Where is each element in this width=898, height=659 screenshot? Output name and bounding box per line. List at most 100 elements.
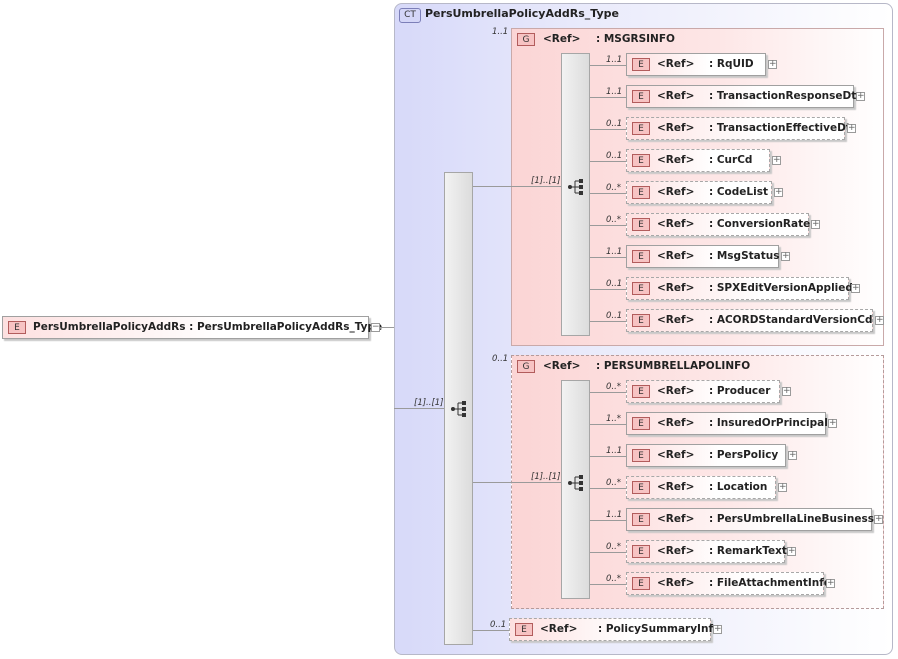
element-box[interactable]: E<Ref>: PolicySummaryInfo	[509, 618, 720, 641]
element-ref: <Ref>	[657, 250, 695, 262]
connector-line	[473, 482, 561, 483]
element-box[interactable]: E<Ref>: TransactionEffectiveDt	[626, 117, 851, 140]
element-badge: E	[632, 90, 650, 103]
element-name: : MsgStatus	[709, 250, 780, 262]
connector-line	[590, 584, 626, 585]
element-box[interactable]: E<Ref>: Producer	[626, 380, 780, 403]
element-ref: <Ref>	[657, 186, 695, 198]
element-ref: <Ref>	[657, 122, 695, 134]
connector-line	[590, 456, 626, 457]
element-box[interactable]: E<Ref>: RemarkText	[626, 540, 787, 563]
element-box[interactable]: E<Ref>: Location	[626, 476, 776, 499]
element-box[interactable]: E<Ref>: CurCd	[626, 149, 770, 172]
expand-icon[interactable]: +	[826, 578, 835, 588]
element-cardinality: 1..1	[606, 247, 623, 257]
element-ref: <Ref>	[657, 154, 695, 166]
expand-icon[interactable]: +	[875, 315, 884, 325]
element-box[interactable]: E <Ref> : SPXEditVersionApplied	[626, 277, 853, 300]
element-box[interactable]: E <Ref> : InsuredOrPrincipal	[626, 412, 828, 435]
expand-icon[interactable]: +	[713, 624, 722, 634]
element-badge: E	[632, 449, 650, 462]
element-ref: <Ref>	[540, 623, 578, 635]
expand-icon[interactable]: +	[874, 514, 883, 524]
element-cardinality: 0..*	[606, 478, 622, 488]
connector-line	[590, 552, 626, 553]
expand-icon[interactable]: +	[856, 91, 865, 101]
complex-type-badge: CT	[399, 8, 421, 23]
element-cardinality: 0..*	[606, 215, 622, 225]
element-badge: E	[632, 513, 650, 526]
collapse-icon[interactable]: −	[371, 322, 380, 332]
expand-icon[interactable]: +	[772, 155, 781, 165]
expand-icon[interactable]: +	[781, 251, 790, 261]
connector-line	[590, 97, 626, 98]
element-cardinality: 0..*	[606, 382, 622, 392]
element-ref: <Ref>	[657, 282, 695, 294]
expand-icon[interactable]: +	[778, 482, 787, 492]
element-badge: E	[632, 122, 650, 135]
connector-line	[380, 327, 394, 328]
expand-icon[interactable]: +	[787, 546, 796, 556]
element-name: : Producer	[709, 385, 771, 397]
element-box[interactable]: E<Ref>: PersUmbrellaLineBusiness	[626, 508, 874, 531]
element-ref: <Ref>	[657, 90, 695, 102]
expand-icon[interactable]: +	[768, 59, 777, 69]
group-sequence-cardinality: [1]..[1]	[531, 472, 561, 482]
expand-icon[interactable]: +	[828, 418, 837, 428]
element-badge: E	[632, 385, 650, 398]
expand-icon[interactable]: +	[788, 450, 797, 460]
connector-line	[590, 65, 626, 66]
element-box[interactable]: E<Ref>: TransactionResponseDt	[626, 85, 856, 108]
group-badge: G	[517, 360, 535, 373]
expand-icon[interactable]: +	[811, 219, 820, 229]
element-name: : CurCd	[709, 154, 753, 166]
element-ref: <Ref>	[657, 417, 695, 429]
element-box[interactable]: E<Ref>: CodeList	[626, 181, 772, 204]
element-badge: E	[632, 577, 650, 590]
element-ref: <Ref>	[657, 481, 695, 493]
element-name: : Location	[709, 481, 768, 493]
element-ref: <Ref>	[657, 218, 695, 230]
element-cardinality: 0..*	[606, 574, 622, 584]
element-cardinality: 0..1	[606, 279, 623, 289]
element-name: : InsuredOrPrincipal	[709, 417, 828, 429]
connector-line	[590, 289, 626, 290]
element-name: : PersUmbrellaLineBusiness	[709, 513, 874, 525]
sequence-icon	[568, 475, 583, 491]
element-box[interactable]: E<Ref>: ConversionRate	[626, 213, 811, 236]
expand-icon[interactable]: +	[851, 283, 860, 293]
element-badge: E	[8, 321, 26, 334]
root-element[interactable]: E PersUmbrellaPolicyAddRs : PersUmbrella…	[2, 316, 382, 339]
element-ref: <Ref>	[657, 545, 695, 557]
group-name: : MSGRSINFO	[596, 33, 675, 45]
element-badge: E	[632, 282, 650, 295]
element-box[interactable]: E<Ref>: RqUID	[626, 53, 766, 76]
group-cardinality: 0..1	[492, 354, 509, 364]
expand-icon[interactable]: +	[774, 187, 783, 197]
element-name: : ConversionRate	[709, 218, 811, 230]
element-box[interactable]: E<Ref>: ACORDStandardVersionCd	[626, 309, 873, 332]
group-ref: <Ref>	[543, 360, 581, 372]
connector-line	[590, 257, 626, 258]
root-element-label: PersUmbrellaPolicyAddRs : PersUmbrellaPo…	[33, 321, 383, 333]
element-box[interactable]: E<Ref>: MsgStatus	[626, 245, 779, 268]
element-badge: E	[632, 314, 650, 327]
connector-line	[394, 408, 444, 409]
connector-line	[590, 225, 626, 226]
expand-icon[interactable]: +	[847, 123, 856, 133]
element-badge: E	[632, 417, 650, 430]
element-name: : PolicySummaryInfo	[598, 623, 721, 635]
element-ref: <Ref>	[657, 577, 695, 589]
element-box[interactable]: E<Ref>: FileAttachmentInfo	[626, 572, 831, 595]
complex-type-title: PersUmbrellaPolicyAddRs_Type	[425, 7, 619, 20]
element-ref: <Ref>	[657, 449, 695, 461]
element-name: : SPXEditVersionApplied	[709, 282, 853, 294]
element-box[interactable]: E <Ref> : PersPolicy	[626, 444, 786, 467]
element-badge: E	[632, 186, 650, 199]
element-name: : PersPolicy	[709, 449, 779, 461]
expand-icon[interactable]: +	[782, 386, 791, 396]
connector-line	[590, 321, 626, 322]
group-sequence-cardinality: [1]..[1]	[531, 176, 561, 186]
element-badge: E	[632, 58, 650, 71]
connector-line	[590, 161, 626, 162]
